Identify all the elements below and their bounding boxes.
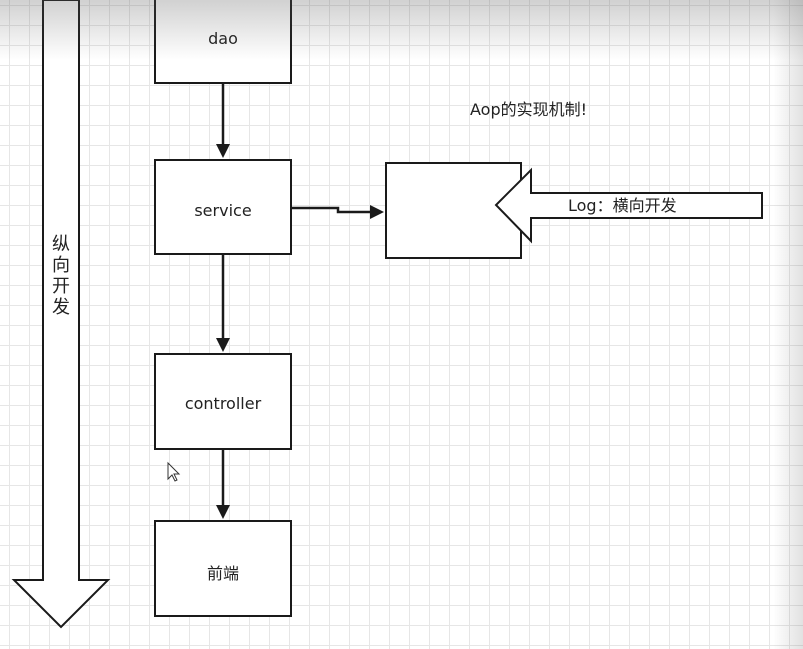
dao-label: dao [208,29,238,48]
service-to-aspect-arrowhead [370,205,384,219]
vertical-development-arrow [11,0,111,629]
vertical-arrow-char-4: 发 [52,297,70,318]
service-box [154,159,292,255]
service-to-controller-arrowhead [216,338,230,352]
log-arrow-label: Log：横向开发 [568,196,677,215]
service-label: service [194,201,251,220]
frontend-label: 前端 [207,564,239,583]
dao-to-service-arrowhead [216,144,230,158]
frontend-box [154,520,292,617]
vertical-arrow-char-2: 向 [52,255,70,276]
aop-caption: Aop的实现机制! [470,100,587,119]
service-to-aspect-line [291,206,372,214]
log-horizontal-arrow [494,167,763,244]
vertical-arrow-char-3: 开 [52,276,70,297]
vertical-arrow-char-1: 纵 [52,234,70,255]
controller-label: controller [185,394,262,413]
mouse-cursor-icon [167,461,181,482]
controller-to-frontend-arrowhead [216,505,230,519]
